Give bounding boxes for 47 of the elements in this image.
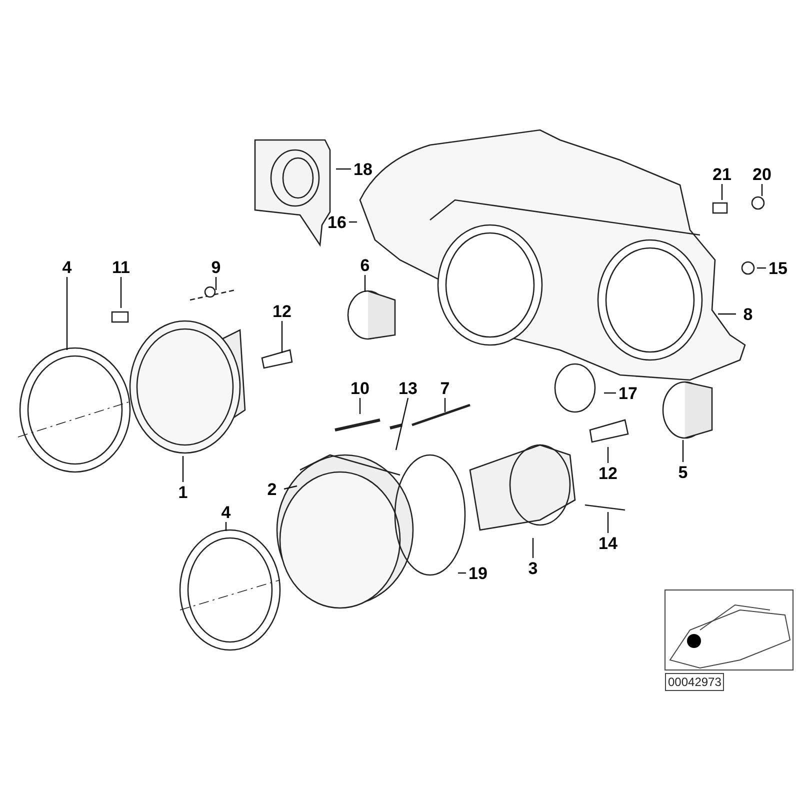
leader-line [604, 392, 616, 394]
leader-line [349, 221, 357, 223]
leader-line [364, 275, 366, 292]
leader-line [281, 321, 283, 353]
callout-number: 21 [710, 164, 734, 184]
callout-number: 10 [348, 378, 372, 398]
callout-number: 17 [616, 383, 640, 403]
leader-line [682, 440, 684, 462]
leader-line [718, 313, 736, 315]
leader-line [721, 184, 723, 200]
leader-line [284, 485, 298, 490]
callout-number: 1 [171, 482, 195, 502]
callout-number: 2 [260, 479, 284, 499]
leader-line [458, 572, 466, 574]
drawing-number: 00042973 [665, 673, 724, 691]
leader-line [215, 277, 217, 290]
callout-number: 18 [351, 159, 375, 179]
callout-number: 9 [204, 257, 228, 277]
callout-number: 20 [750, 164, 774, 184]
callout-number: 4 [55, 257, 79, 277]
callout-number: 14 [596, 533, 620, 553]
leader-line [761, 184, 763, 196]
leader-line [120, 277, 122, 308]
leader-line [182, 456, 184, 482]
callout-number: 13 [396, 378, 420, 398]
leader-line [359, 398, 361, 414]
leader-line [395, 398, 409, 450]
callout-number: 11 [109, 257, 133, 277]
callout-number: 12 [270, 301, 294, 321]
callout-number: 15 [766, 258, 790, 278]
callout-number: 19 [466, 563, 490, 583]
leader-line [225, 522, 227, 531]
callout-number: 6 [353, 255, 377, 275]
callout-number: 16 [325, 212, 349, 232]
leader-line [757, 267, 766, 269]
callout-number: 12 [596, 463, 620, 483]
leader-line [444, 398, 446, 412]
leader-line [607, 512, 609, 533]
leader-line [336, 168, 351, 170]
leader-line [532, 538, 534, 558]
leader-line [66, 277, 68, 350]
callout-number: 7 [433, 378, 457, 398]
callout-number: 4 [214, 502, 238, 522]
leader-line [607, 447, 609, 463]
callout-number: 8 [736, 304, 760, 324]
callout-number: 3 [521, 558, 545, 578]
callout-number: 5 [671, 462, 695, 482]
